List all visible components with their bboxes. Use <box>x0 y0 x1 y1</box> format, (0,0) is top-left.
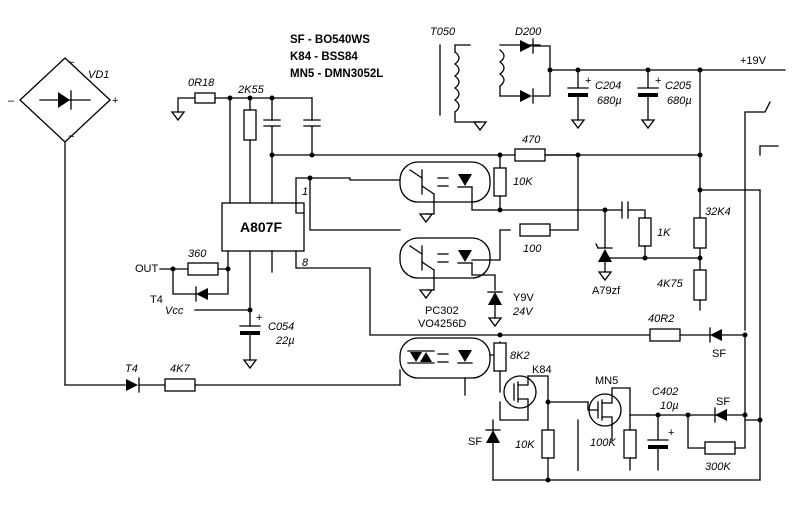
label-sf-c: SF <box>468 436 482 448</box>
transformer-t050: T050 D200 <box>430 26 701 132</box>
label-c402-plus: + <box>668 427 674 439</box>
label-t4-a: T4 <box>150 294 163 306</box>
label-bridge-plus: + <box>112 95 118 107</box>
label-2k55: 2K55 <box>237 84 265 96</box>
label-c205-val: 680µ <box>667 95 692 107</box>
label-out: OUT <box>135 263 159 275</box>
label-c205: C205 <box>665 80 692 92</box>
label-bridge-ac-top: ~ <box>68 57 74 69</box>
label-vcc: Vcc <box>165 305 184 317</box>
opto-upper <box>399 161 491 224</box>
legend-line-3: MN5 - DMN3052L <box>290 68 383 80</box>
label-c054-plus: + <box>256 312 262 324</box>
bridge-rectifier-vd1: VD1 – + ~ ~ <box>8 57 126 386</box>
label-40r2: 40R2 <box>648 313 674 325</box>
legend-line-1: SF - BO540WS <box>290 34 370 46</box>
label-32k4: 32K4 <box>705 206 731 218</box>
label-y9v-val: 24V <box>512 306 534 318</box>
label-c204-plus: + <box>585 75 591 87</box>
label-300k: 300K <box>705 461 731 473</box>
label-c205-plus: + <box>655 75 661 87</box>
opto-middle <box>399 237 491 300</box>
gate-drive-network: OUT 360 T4 <box>135 248 231 306</box>
vcc-c054: Vcc + C054 22µ <box>165 305 295 370</box>
label-470: 470 <box>522 134 541 146</box>
label-pc302: PC302 <box>425 305 459 317</box>
label-1k: 1K <box>657 227 671 239</box>
label-c054: C054 <box>268 321 294 333</box>
r40r2-sf-branch: 40R2 SF <box>648 313 746 360</box>
label-c054-val: 22µ <box>275 335 295 347</box>
label-bridge-minus: – <box>8 95 15 107</box>
label-pin8: 8 <box>302 257 309 269</box>
ic-a807f: A807F 1 8 <box>221 154 651 336</box>
secondary-switch: 8K2 K84 SF 10K MN5 100K <box>468 332 637 483</box>
label-y9v: Y9V <box>513 292 534 304</box>
label-8k2: 8K2 <box>510 350 530 362</box>
label-10k-a: 10K <box>513 176 533 188</box>
legend-line-2: K84 - BSS84 <box>290 51 358 63</box>
label-k84: K84 <box>532 364 552 376</box>
label-t4-b: T4 <box>125 363 138 375</box>
t4-4k7-branch: T4 4K7 <box>125 363 401 393</box>
label-t050: T050 <box>430 26 456 38</box>
label-c402-val: 10µ <box>660 400 679 412</box>
label-vd1: VD1 <box>88 69 109 81</box>
label-sf-a: SF <box>712 348 726 360</box>
label-vo4256d: VO4256D <box>418 318 466 330</box>
label-19v: +19V <box>740 55 767 67</box>
label-c204-val: 680µ <box>597 95 622 107</box>
label-0r18: 0R18 <box>188 77 215 89</box>
label-c402: C402 <box>652 386 678 398</box>
c402-network: C402 10µ + SF 300K <box>492 332 763 481</box>
label-bridge-ac-bottom: ~ <box>68 131 74 143</box>
label-pin1: 1 <box>302 186 308 198</box>
label-d200: D200 <box>515 26 542 38</box>
feedback-network: 32K4 4K75 470 10K 1K A79 <box>471 69 761 481</box>
label-ic: A807F <box>240 219 282 235</box>
label-sf-b: SF <box>716 396 730 408</box>
output-caps: + C204 680µ + C205 680µ +19V <box>567 55 786 331</box>
label-4k75: 4K75 <box>657 278 684 290</box>
label-a79zf: A79zf <box>592 285 621 297</box>
primary-wiring <box>269 152 701 231</box>
label-100: 100 <box>523 243 542 255</box>
label-mn5: MN5 <box>595 375 618 387</box>
legend: SF - BO540WS K84 - BSS84 MN5 - DMN3052L <box>290 34 383 80</box>
label-4k7: 4K7 <box>170 363 190 375</box>
zener-y9v: Y9V 24V <box>487 291 534 328</box>
opto-pc302: PC302 VO4256D <box>399 305 491 396</box>
label-c204: C204 <box>595 80 621 92</box>
label-360: 360 <box>188 248 207 260</box>
current-sense-group: 0R18 2K55 <box>170 77 321 204</box>
label-100k: 100K <box>590 437 616 449</box>
label-10k-b: 10K <box>515 439 535 451</box>
